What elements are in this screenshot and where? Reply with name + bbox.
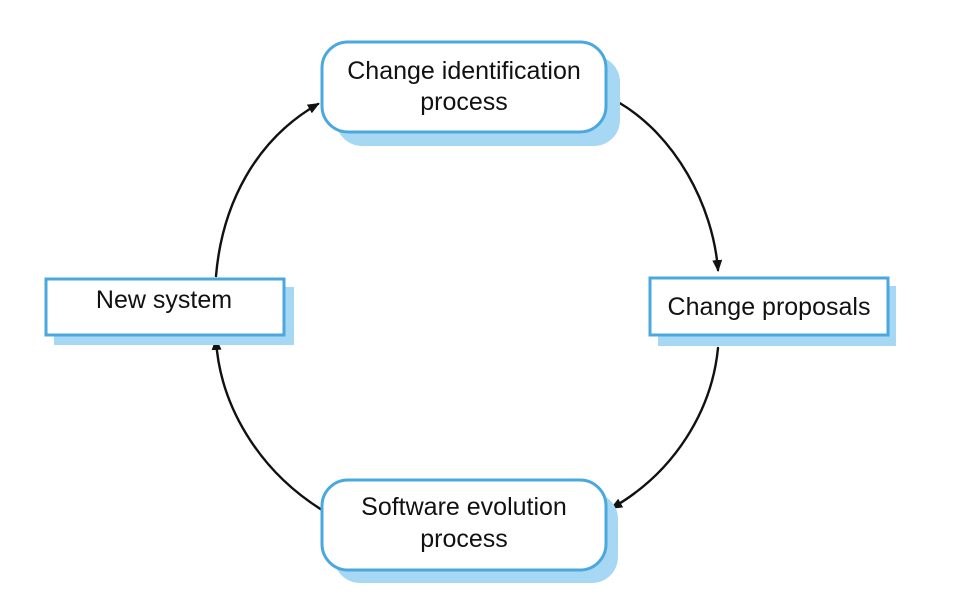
change-proposals-label: Change proposals <box>668 293 871 321</box>
new-system-label: New system <box>96 286 232 314</box>
change-identification-label-line1: Change identification <box>347 57 581 85</box>
arrow-evolution-to-new-system <box>211 338 324 512</box>
arrow-new-system-to-identification <box>214 102 320 278</box>
node-box <box>320 40 608 134</box>
change-identification-label-line2: process <box>420 88 508 116</box>
node-box <box>44 277 286 337</box>
software-evolution-label-line2: process <box>420 525 508 553</box>
change-identification-node: Change identification process <box>320 40 620 146</box>
new-system-node: New system <box>44 277 294 345</box>
node-box <box>648 276 890 337</box>
node-box <box>320 478 608 572</box>
arrow-proposals-to-evolution <box>610 346 720 510</box>
software-evolution-label-line1: Software evolution <box>361 493 567 521</box>
change-proposals-node: Change proposals <box>648 276 896 346</box>
arrow-identification-to-proposals <box>616 100 723 272</box>
software-evolution-node: Software evolution process <box>320 478 618 583</box>
